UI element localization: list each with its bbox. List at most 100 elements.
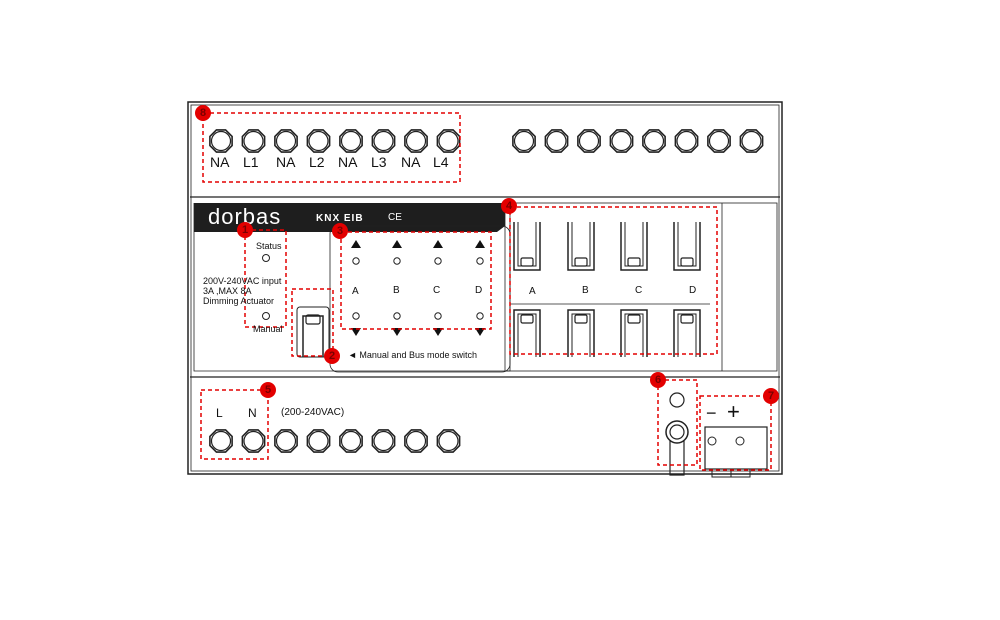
channel-up-button[interactable]	[351, 240, 361, 248]
button-channel-label: B	[393, 285, 400, 296]
relay-contact	[673, 309, 701, 357]
terminal-screw[interactable]	[241, 429, 266, 453]
terminal-screw[interactable]	[339, 429, 363, 453]
relay-channel-label: C	[635, 285, 643, 296]
status-label: Status	[256, 241, 282, 251]
terminal-screw[interactable]	[339, 129, 363, 153]
channel-led	[352, 257, 360, 265]
relay-bay	[504, 202, 778, 372]
channel-down-button[interactable]	[475, 328, 485, 336]
brand-band	[194, 203, 505, 232]
mode-switch[interactable]	[296, 306, 330, 358]
terminal-screw[interactable]	[436, 129, 461, 153]
spec-line: Dimming Actuator	[203, 296, 275, 306]
callout-marker: 8	[195, 105, 211, 121]
callout-marker: 4	[501, 198, 517, 214]
callout-marker: 1	[237, 222, 253, 238]
terminal-screw[interactable]	[707, 129, 731, 153]
callout-marker: 7	[763, 388, 779, 404]
device-housing-inner	[190, 104, 780, 472]
channel-led	[352, 312, 360, 320]
channel-down-button[interactable]	[433, 328, 443, 336]
channel-up-button[interactable]	[475, 240, 485, 248]
channel-led	[434, 257, 442, 265]
terminal-screw[interactable]	[404, 429, 428, 453]
highlight-test-button	[657, 379, 698, 466]
channel-led	[393, 257, 401, 265]
terminal-screw[interactable]	[209, 429, 233, 453]
terminal-screw[interactable]	[306, 429, 331, 453]
device-housing	[187, 101, 783, 475]
channel-led	[434, 312, 442, 320]
top-terminal-label: NA	[338, 154, 358, 170]
terminal-screw[interactable]	[274, 129, 298, 153]
highlight-supply-terminals	[200, 389, 269, 460]
brand-name: dorbas	[208, 204, 282, 229]
relay-contact	[567, 309, 595, 357]
highlight-bus-terminal	[699, 395, 772, 471]
terminal-screw[interactable]	[577, 129, 601, 153]
supply-terminal-label: L	[216, 406, 223, 420]
terminal-screw[interactable]	[436, 429, 461, 453]
terminal-screw[interactable]	[544, 129, 569, 153]
channel-led	[476, 312, 484, 320]
terminal-screw[interactable]	[674, 129, 699, 153]
highlight-channel-buttons	[340, 231, 492, 330]
manual-label: Manual	[253, 324, 283, 334]
terminal-screw[interactable]	[512, 129, 536, 153]
terminal-screw[interactable]	[739, 129, 764, 153]
callout-marker: 6	[650, 372, 666, 388]
channel-down-button[interactable]	[392, 328, 402, 336]
top-terminal-label: NA	[401, 154, 421, 170]
relay-contact	[620, 309, 648, 357]
channel-led	[393, 312, 401, 320]
relay-contact	[567, 222, 595, 271]
channel-up-button[interactable]	[433, 240, 443, 248]
callout-marker: 2	[324, 348, 340, 364]
terminal-screw[interactable]	[404, 129, 428, 153]
top-terminal-label: NA	[276, 154, 296, 170]
terminal-screw[interactable]	[274, 429, 298, 453]
terminal-screw[interactable]	[241, 129, 266, 153]
top-terminal-label: L1	[243, 154, 259, 170]
top-terminal-label: L2	[309, 154, 325, 170]
terminal-screw[interactable]	[609, 129, 634, 153]
highlight-output-terminals	[202, 112, 461, 183]
highlight-relay-channels	[509, 206, 718, 355]
status-led	[262, 254, 270, 262]
callout-marker: 5	[260, 382, 276, 398]
terminal-screw[interactable]	[371, 429, 396, 453]
button-channel-label: C	[433, 285, 441, 296]
ce-mark: CE	[388, 212, 402, 223]
mode-switch-note: ◄ Manual and Bus mode switch	[348, 350, 477, 360]
terminal-screw[interactable]	[209, 129, 233, 153]
spec-line: 3A ,MAX 8A	[203, 286, 252, 296]
relay-contact	[620, 222, 648, 271]
channel-up-button[interactable]	[392, 240, 402, 248]
channel-down-button[interactable]	[351, 328, 361, 336]
channel-led	[476, 257, 484, 265]
callout-marker: 3	[332, 223, 348, 239]
terminal-screw[interactable]	[306, 129, 331, 153]
button-channel-label: A	[352, 286, 359, 297]
highlight-status-leds	[244, 229, 287, 328]
bus-plus-sign: +	[727, 399, 740, 424]
supply-terminal-label: N	[248, 406, 257, 420]
bus-minus-sign: −	[706, 403, 717, 423]
spec-line: 200V-240VAC input	[203, 276, 282, 286]
relay-channel-label: A	[529, 286, 536, 297]
top-terminal-label: L4	[433, 154, 449, 170]
button-channel-label: D	[475, 285, 483, 296]
relay-contact	[513, 309, 541, 357]
terminal-screw[interactable]	[642, 129, 666, 153]
knx-bus-terminal[interactable]	[704, 426, 768, 478]
terminal-screw[interactable]	[371, 129, 396, 153]
status-led	[262, 312, 270, 320]
relay-contact	[513, 222, 541, 271]
test-button[interactable]	[665, 392, 689, 476]
supply-voltage: (200-240VAC)	[281, 407, 345, 418]
knx-logo: KNX EIB	[316, 213, 364, 224]
relay-contact	[673, 222, 701, 271]
relay-channel-label: B	[582, 285, 589, 296]
